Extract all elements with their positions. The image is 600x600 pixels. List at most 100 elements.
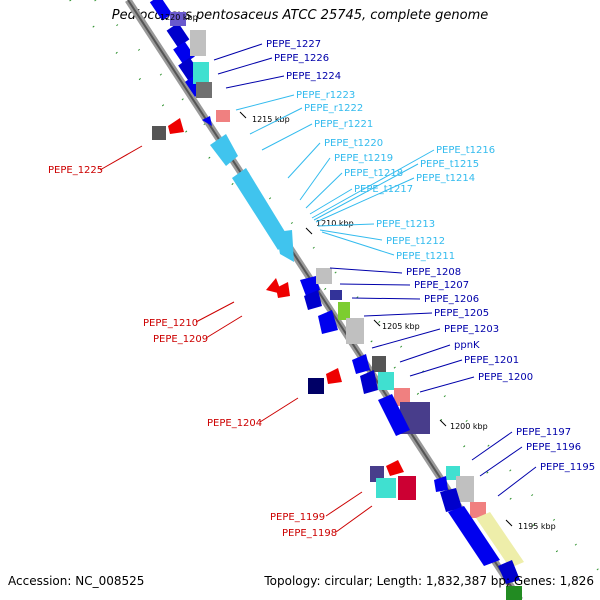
gene-label[interactable]: PEPE_1204 <box>207 418 262 429</box>
gene-feature[interactable] <box>166 22 190 48</box>
gene-feature[interactable] <box>376 478 396 498</box>
gene-label[interactable]: PEPE_t1213 <box>376 219 435 230</box>
gene-feature[interactable] <box>193 62 209 84</box>
rna-feature[interactable] <box>210 134 238 166</box>
gene-label[interactable]: PEPE_1201 <box>464 355 519 366</box>
gene-feature[interactable] <box>168 118 184 134</box>
gene-label[interactable]: PEPE_r1223 <box>296 90 355 101</box>
forward-leader-lines <box>213 43 537 497</box>
accession-text: Accession: NC_008525 <box>8 574 145 588</box>
gene-label[interactable]: PEPE_r1221 <box>314 119 373 130</box>
gene-feature[interactable] <box>196 82 212 98</box>
gene-feature[interactable] <box>300 276 320 296</box>
gene-label[interactable]: PEPE_1208 <box>406 267 461 278</box>
gene-label[interactable]: PEPE_1210 <box>143 318 198 329</box>
gene-label[interactable]: PEPE_1200 <box>478 372 533 383</box>
gene-feature[interactable] <box>202 116 212 126</box>
tick-mark <box>373 319 381 327</box>
gene-label[interactable]: PEPE_1209 <box>153 334 208 345</box>
gene-label[interactable]: PEPE_1205 <box>434 308 489 319</box>
gene-label[interactable]: PEPE_1199 <box>270 512 325 523</box>
gene-feature[interactable] <box>170 12 186 26</box>
gene-feature[interactable] <box>372 356 386 372</box>
tick-mark <box>305 227 313 235</box>
gene-feature[interactable] <box>352 354 370 374</box>
gene-feature[interactable] <box>378 372 394 390</box>
reverse-genes <box>152 118 416 500</box>
gene-label[interactable]: PEPE_t1211 <box>396 251 455 262</box>
gene-feature[interactable] <box>338 302 350 320</box>
gene-feature[interactable] <box>149 0 173 21</box>
gene-feature[interactable] <box>216 110 230 122</box>
kbp-label: 1210 kbp <box>316 219 354 228</box>
map-title: Pediococcus pentosaceus ATCC 25745, comp… <box>111 8 489 23</box>
rna-leader-lines <box>235 94 435 256</box>
gene-feature[interactable] <box>448 506 500 566</box>
gene-label[interactable]: PEPE_1198 <box>282 528 337 539</box>
rna-feature[interactable] <box>276 230 294 262</box>
kbp-label: 1195 kbp <box>518 522 556 531</box>
gene-label[interactable]: PEPE_1206 <box>424 294 479 305</box>
gene-label[interactable]: PEPE_t1215 <box>420 159 479 170</box>
gene-label[interactable]: PEPE_1226 <box>274 53 329 64</box>
gene-label[interactable]: PEPE_t1216 <box>436 145 495 156</box>
rna-feature[interactable] <box>232 168 290 250</box>
gene-feature[interactable] <box>506 586 522 600</box>
gene-label[interactable]: PEPE_1203 <box>444 324 499 335</box>
gene-feature[interactable] <box>346 318 364 344</box>
gene-feature[interactable] <box>498 560 520 584</box>
gene-feature[interactable] <box>470 502 486 518</box>
tick-mark <box>439 419 447 427</box>
gene-feature[interactable] <box>276 282 290 298</box>
tick-mark <box>505 519 513 527</box>
gene-label[interactable]: ppnK <box>454 340 480 351</box>
gene-label[interactable]: PEPE_t1212 <box>386 236 445 247</box>
gene-feature[interactable] <box>316 268 332 284</box>
kbp-label: 1215 kbp <box>252 115 290 124</box>
gene-feature[interactable] <box>318 310 338 334</box>
gene-feature[interactable] <box>456 476 474 502</box>
gene-label[interactable]: PEPE_t1220 <box>324 138 383 149</box>
gene-feature[interactable] <box>434 476 448 492</box>
kbp-tick-marks <box>239 111 513 527</box>
gene-feature[interactable] <box>398 476 416 500</box>
rna-gene-labels: PEPE_r1223 PEPE_r1222 PEPE_r1221 PEPE_t1… <box>296 90 495 262</box>
kbp-label: 1200 kbp <box>450 422 488 431</box>
gene-label[interactable]: PEPE_t1219 <box>334 153 393 164</box>
gene-label[interactable]: PEPE_r1222 <box>304 103 363 114</box>
reverse-leader-lines <box>99 145 373 533</box>
kbp-label: 1205 kbp <box>382 322 420 331</box>
gene-label[interactable]: PEPE_1225 <box>48 165 103 176</box>
gene-feature[interactable] <box>330 290 342 300</box>
gene-label[interactable]: PEPE_1224 <box>286 71 341 82</box>
gene-feature[interactable] <box>360 370 378 394</box>
gene-feature[interactable] <box>308 378 324 394</box>
kbp-labels: 1220 kbp 1215 kbp 1210 kbp 1205 kbp 1200… <box>160 13 556 531</box>
genome-summary-text: Topology: circular; Length: 1,832,387 bp… <box>264 574 594 588</box>
gene-label[interactable]: PEPE_1197 <box>516 427 571 438</box>
gene-feature[interactable] <box>326 368 342 384</box>
gene-feature[interactable] <box>394 388 410 406</box>
gene-feature[interactable] <box>152 126 166 140</box>
gene-feature[interactable] <box>378 394 410 436</box>
gene-feature[interactable] <box>386 460 404 476</box>
tick-mark <box>239 111 247 119</box>
gene-label[interactable]: PEPE_1207 <box>414 280 469 291</box>
gene-label[interactable]: PEPE_t1214 <box>416 173 475 184</box>
forward-genes <box>149 0 524 600</box>
gene-label[interactable]: PEPE_1195 <box>540 462 595 473</box>
kbp-label: 1220 kbp <box>160 13 198 22</box>
gene-label[interactable]: PEPE_1196 <box>526 442 581 453</box>
scale-ring-inner <box>94 0 600 573</box>
gene-label[interactable]: PEPE_t1217 <box>354 184 413 195</box>
gene-feature[interactable] <box>476 512 524 568</box>
forward-gene-labels: PEPE_1227 PEPE_1226 PEPE_1224 PEPE_1208 … <box>266 39 595 473</box>
gene-feature[interactable] <box>440 488 462 512</box>
gene-label[interactable]: PEPE_t1218 <box>344 168 403 179</box>
gene-feature[interactable] <box>190 30 206 56</box>
gene-label[interactable]: PEPE_1227 <box>266 39 321 50</box>
reverse-gene-labels: PEPE_1225 PEPE_1210 PEPE_1209 PEPE_1204 … <box>48 165 337 539</box>
gene-feature[interactable] <box>304 290 322 310</box>
